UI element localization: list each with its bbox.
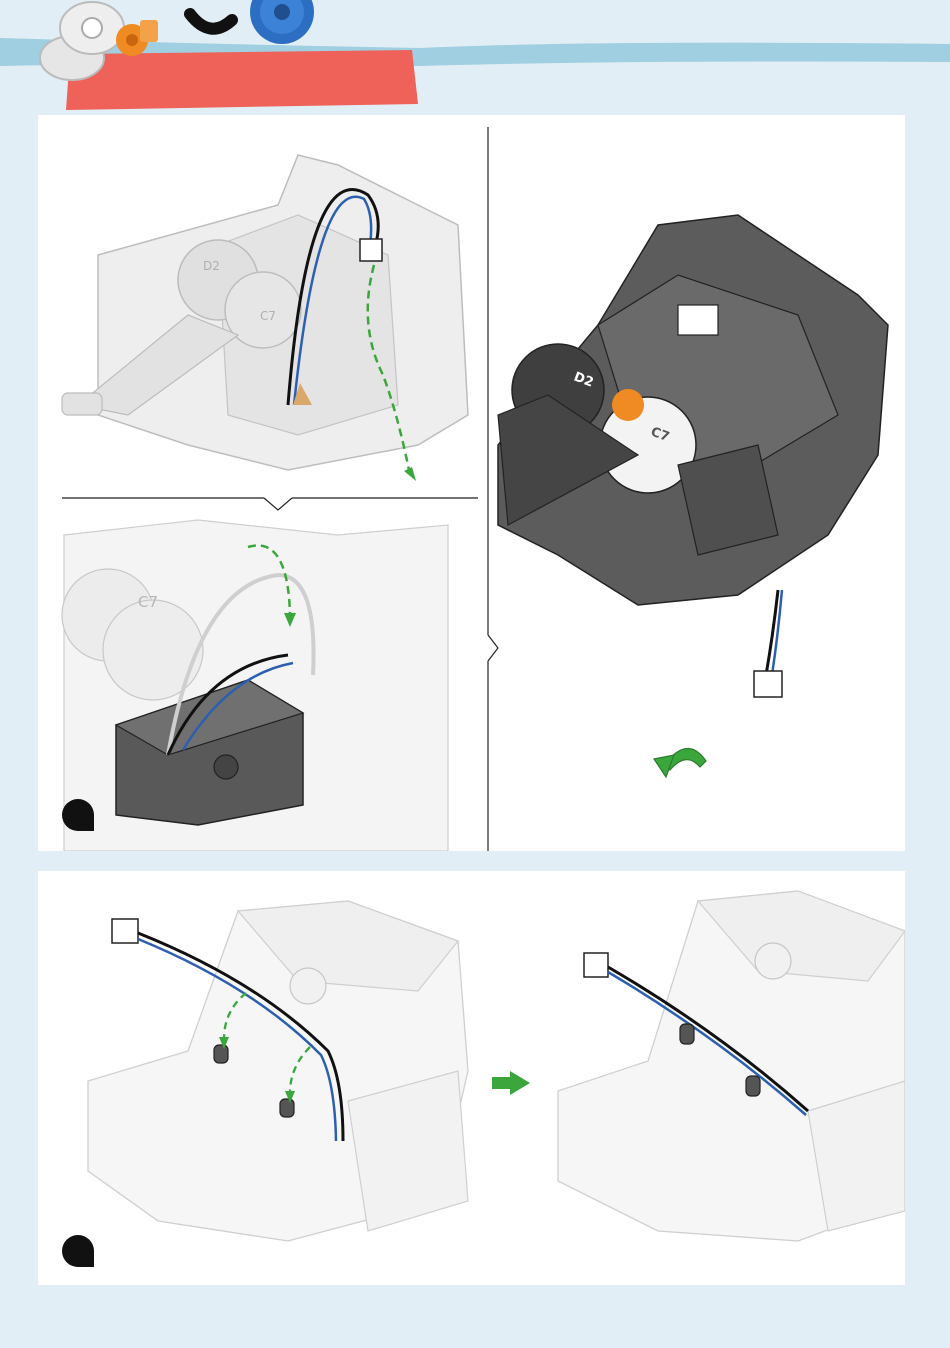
cable-clip — [680, 1024, 694, 1044]
header — [0, 0, 950, 115]
step-badge — [62, 799, 94, 831]
illustration-housing-ghost: D2 C7 — [62, 155, 468, 470]
illustration-housing-dark: D2 C7 — [498, 215, 888, 605]
gear-label-d2-ghost: D2 — [203, 259, 220, 273]
gear-icon — [250, 0, 314, 44]
next-arrow-icon — [492, 1071, 530, 1095]
gear-label-c7-ghost: C7 — [260, 309, 276, 323]
illustration-box-closeup: C7 — [62, 520, 448, 851]
connector — [112, 919, 138, 943]
illustration-base-after — [558, 891, 905, 1241]
illustration-base-before — [88, 901, 468, 1241]
connector — [584, 953, 608, 977]
cable-clip — [746, 1076, 760, 1096]
curve-part-icon — [190, 14, 232, 29]
title-tape — [66, 50, 418, 110]
cable-clip — [280, 1099, 294, 1117]
cable-clip — [214, 1045, 228, 1063]
connector — [360, 239, 382, 261]
step-badge — [62, 1235, 94, 1267]
connector — [754, 671, 782, 697]
gear-icon — [612, 389, 644, 421]
step-panel-top: D2 C7 C7 — [38, 115, 905, 851]
flip-arrow-icon — [654, 748, 706, 777]
gear-label-c7-closeup: C7 — [138, 593, 158, 611]
step-panel-bottom — [38, 871, 905, 1285]
